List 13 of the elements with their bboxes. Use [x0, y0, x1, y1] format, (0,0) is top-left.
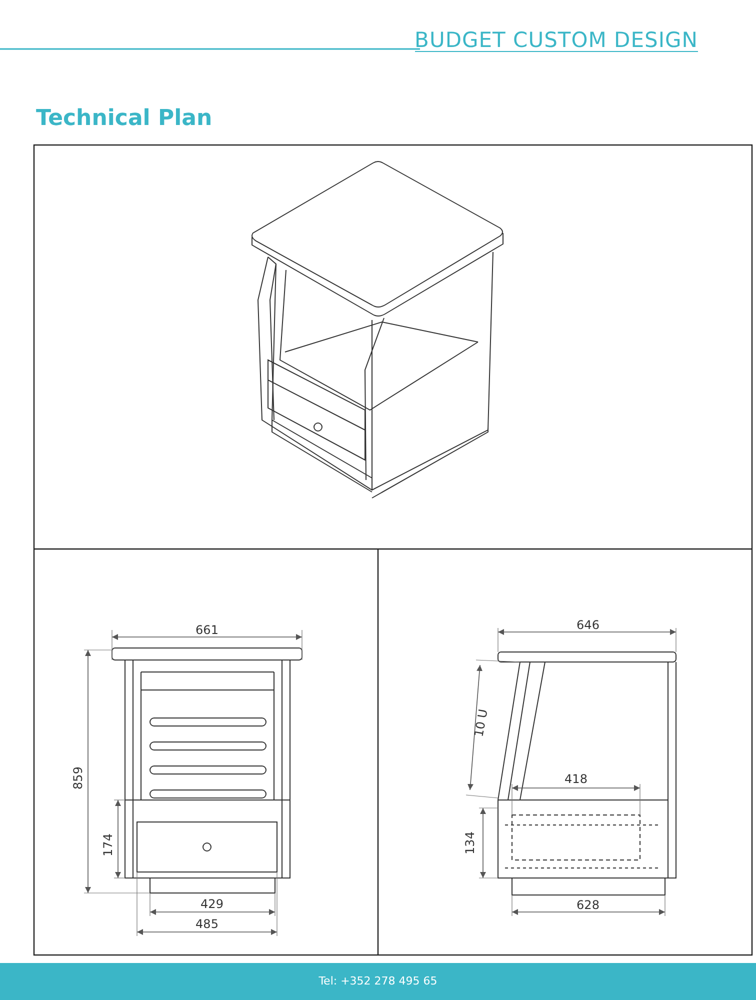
- dimension-label: 429: [200, 897, 224, 911]
- dimension-label: 661: [196, 623, 218, 637]
- header-text: BUDGET CUSTOM DESIGN: [414, 29, 698, 52]
- dimension-label: 628: [576, 898, 600, 912]
- dimension-label: 418: [564, 772, 588, 786]
- dimension-label: 10 U: [472, 708, 490, 738]
- dimension-label: 646: [576, 618, 600, 632]
- dimension-label: 134: [463, 832, 477, 854]
- section-title: Technical Plan: [36, 106, 212, 131]
- dimension-label: 174: [101, 834, 115, 856]
- dimension-label: 859: [71, 766, 85, 790]
- dimension-label: 485: [196, 917, 218, 931]
- footer-contact: Tel: +352 278 495 65: [318, 974, 438, 988]
